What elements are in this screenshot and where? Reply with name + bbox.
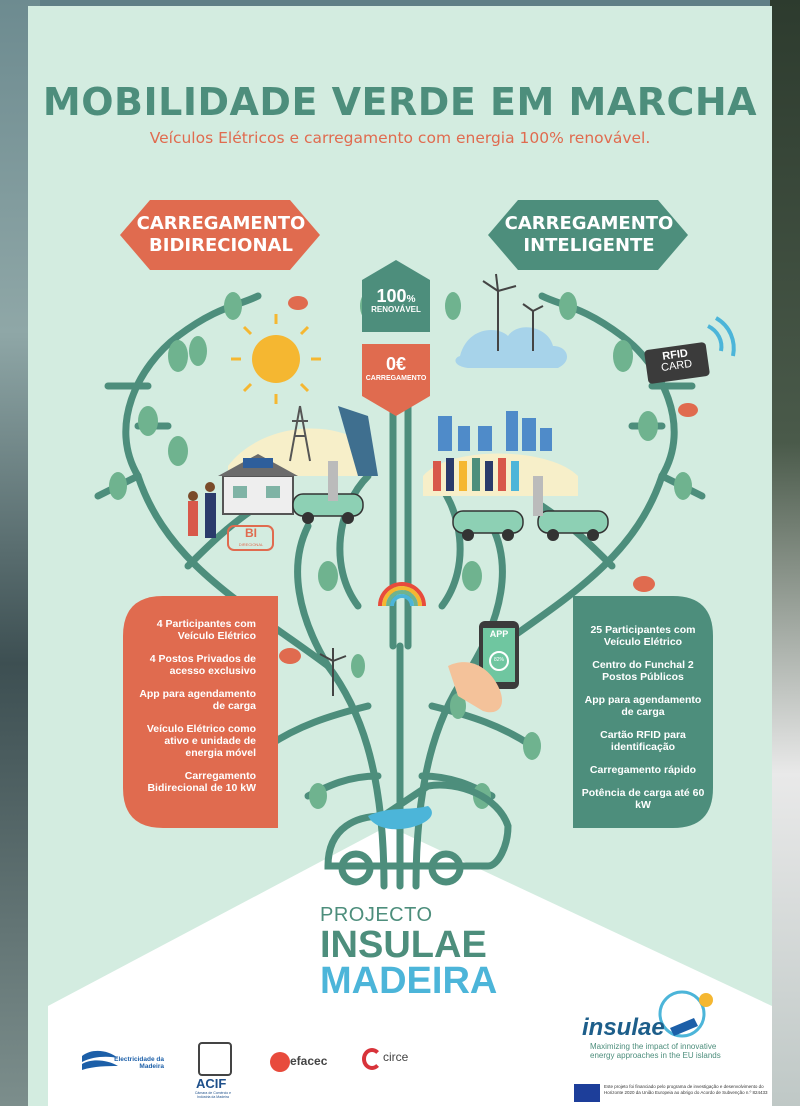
right-panel-item-6: Potência de carga até 60 kW (581, 787, 705, 811)
poster: MOBILIDADE VERDE EM MARCHA Veículos Elét… (28, 6, 772, 1106)
cost-badge: 0€ CARREGAMENTO (362, 354, 430, 382)
electricidade-logo-icon (80, 1048, 120, 1076)
page-subtitle: Veículos Elétricos e carregamento com en… (149, 129, 651, 147)
insulae-logo-text: insulae (582, 1014, 665, 1041)
tag-left-line1: CARREGAMENTO (136, 213, 306, 234)
bi-badge-icon (227, 525, 274, 551)
renewable-unit: % (406, 294, 416, 305)
tag-right-line2: INTELIGENTE (523, 235, 655, 256)
cost-value: 0€ (385, 354, 407, 374)
efacec-logo-text: efacec (290, 1054, 328, 1068)
acif-logo-sub: Câmara de Comércio e Indústria da Madeir… (194, 1091, 232, 1099)
right-panel-item-3: App para agendamento de carga (584, 694, 702, 718)
renewable-value: 100 (376, 286, 407, 306)
tag-left-shape (120, 200, 320, 270)
right-panel-item-4: Cartão RFID para identificação (600, 729, 686, 753)
acif-logo-text: ACIF (196, 1076, 227, 1091)
sun-icon (231, 314, 321, 404)
tag-left: CARREGAMENTO BIDIRECIONAL (128, 213, 314, 257)
left-panel: 4 Participantes com Veículo Elétrico 4 P… (130, 618, 256, 805)
insulae-tagline: Maximizing the impact of innovative ener… (590, 1042, 721, 1060)
left-panel-item-5: Carregamento Bidirecional de 10 kW (147, 770, 256, 794)
project-line1: PROJECTO (320, 904, 433, 926)
page-title: MOBILIDADE VERDE EM MARCHA (42, 80, 758, 124)
left-panel-item-1: 4 Participantes com Veículo Elétrico (156, 618, 256, 642)
project-line2: INSULAE (320, 924, 487, 966)
left-panel-item-2: 4 Postos Privados de acesso exclusivo (149, 653, 256, 677)
left-panel-shape (123, 596, 278, 828)
right-panel-item-5: Carregamento rápido (589, 764, 697, 776)
project-name: PROJECTO INSULAE MADEIRA (320, 904, 498, 1002)
footer-shape (48, 826, 772, 1106)
background-right (770, 0, 800, 1106)
rfid-card-icon (644, 316, 736, 384)
right-panel: 25 Participantes com Veículo Elétrico Ce… (581, 624, 705, 822)
right-panel-item-2: Centro do Funchal 2 Postos Públicos (592, 659, 694, 683)
phone-icon (479, 621, 519, 689)
acif-crest-icon (198, 1042, 232, 1076)
right-panel-shape (573, 596, 713, 828)
left-panel-item-4: Veículo Elétrico como ativo e unidade de… (146, 723, 256, 759)
eu-flag-icon (574, 1084, 600, 1102)
electricidade-logo-text: Electricidade da Madeira (114, 1056, 164, 1070)
cost-label: CARREGAMENTO (365, 375, 427, 382)
circe-logo-text: circe (383, 1050, 409, 1064)
center-badges (362, 260, 430, 416)
tag-right-shape (488, 200, 688, 270)
tag-right-line1: CARREGAMENTO (504, 213, 674, 234)
tag-left-line2: BIDIRECIONAL (149, 235, 293, 256)
bi-line1: BI (245, 526, 257, 540)
project-line3: MADEIRA (320, 960, 498, 1002)
renewable-label: RENOVÁVEL (371, 305, 421, 314)
bi-badge-label: BI DIRECIONAL (230, 526, 272, 550)
tag-right: CARREGAMENTO INTELIGENTE (496, 213, 682, 257)
tree-illustration (94, 273, 736, 890)
renewable-badge: 100% RENOVÁVEL (362, 286, 430, 314)
battery-label: 82% (493, 657, 504, 663)
rainbow-icon (378, 582, 426, 607)
right-panel-item-1: 25 Participantes com Veículo Elétrico (590, 624, 696, 648)
app-label: APP (489, 629, 509, 639)
eu-funding-text: Este projeto foi financiado pelo program… (604, 1084, 768, 1095)
left-panel-item-3: App para agendamento de carga (139, 688, 256, 712)
bi-line2: DIRECIONAL (238, 542, 264, 547)
efacec-logo-icon (270, 1052, 290, 1072)
insulae-logo-icon (650, 988, 718, 1038)
circe-logo-icon (362, 1048, 382, 1070)
